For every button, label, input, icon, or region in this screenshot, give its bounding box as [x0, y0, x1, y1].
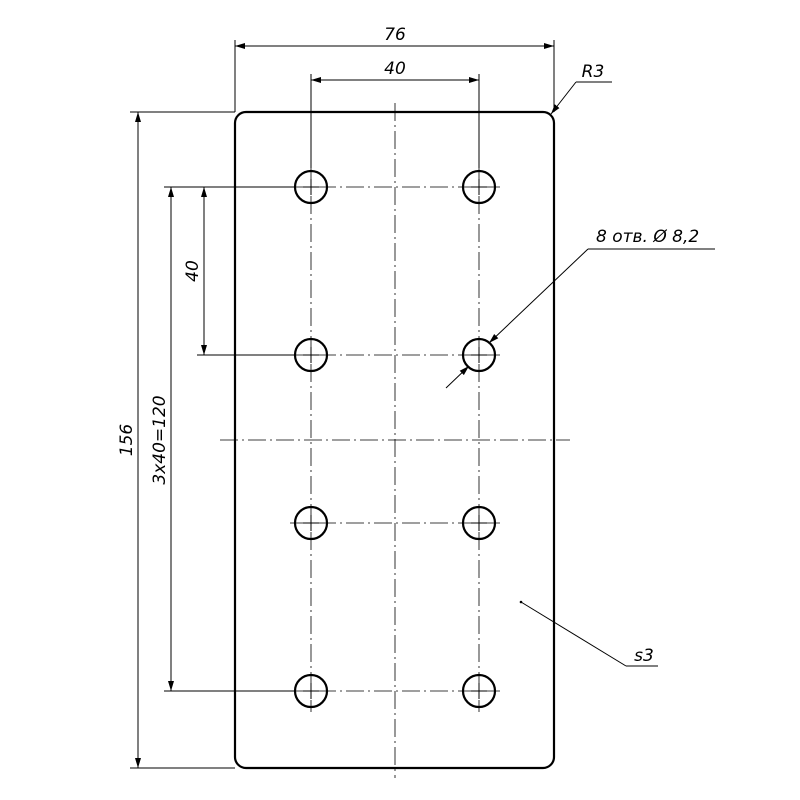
dim-text-40-horizontal: 40 — [384, 59, 406, 79]
hole-callout-text: 8 отв. Ø 8,2 — [596, 227, 699, 247]
hole — [461, 337, 497, 373]
dim-text-76: 76 — [384, 25, 406, 45]
dimension-overall-height: 156 — [117, 111, 235, 769]
hole — [461, 505, 497, 541]
hole — [461, 169, 497, 205]
dim-text-3x40-120: 3x40=120 — [150, 395, 170, 484]
holes — [293, 169, 497, 709]
dimension-hole-pattern-vertical: 3x40=120 — [150, 186, 295, 692]
hole — [461, 673, 497, 709]
diameter-symbol: Ø — [652, 227, 667, 247]
leader-thickness: s3 — [519, 600, 658, 667]
hole — [293, 505, 329, 541]
hole-count-label: 8 отв. — [596, 227, 648, 247]
leader-hole-callout: 8 отв. Ø 8,2 — [445, 227, 715, 389]
dim-text-40-vertical: 40 — [183, 260, 203, 282]
dimension-hole-spacing-vertical: 40 — [183, 187, 295, 356]
dim-text-r3: R3 — [582, 62, 605, 82]
center-lines — [220, 103, 570, 778]
hole-diameter-value: 8,2 — [672, 227, 699, 247]
dim-text-s3: s3 — [634, 646, 654, 666]
leader-corner-radius: R3 — [550, 62, 612, 115]
dimension-overall-width: 76 — [234, 25, 555, 112]
dimension-hole-spacing-horizontal: 40 — [310, 59, 480, 168]
dim-text-156: 156 — [117, 424, 137, 457]
